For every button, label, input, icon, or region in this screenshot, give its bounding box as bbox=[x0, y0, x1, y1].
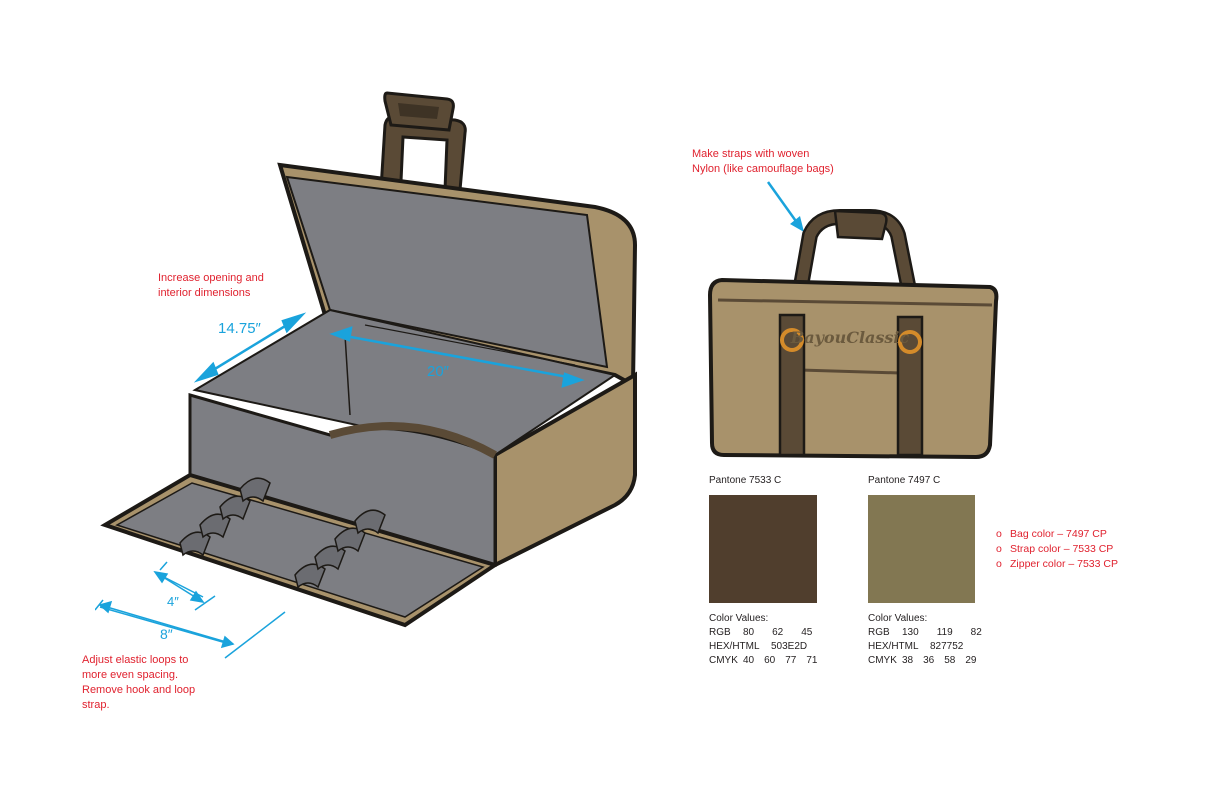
bag-side-wall bbox=[493, 371, 637, 569]
bag-handle bbox=[378, 91, 467, 207]
swatch-2-name: Pantone 7497 C bbox=[868, 475, 941, 486]
swatch-1-name: Pantone 7533 C bbox=[709, 475, 782, 486]
bag-logo: BayouClassic bbox=[790, 328, 910, 347]
bag-front-flap bbox=[100, 472, 500, 628]
elastic-note: Adjust elastic loops to more even spacin… bbox=[82, 654, 196, 711]
straps-note-arrow bbox=[766, 181, 804, 232]
opening-note: Increase opening and interior dimensions bbox=[158, 272, 264, 299]
loop-small-dimension-label: 4″ bbox=[167, 594, 179, 609]
elastic-loops bbox=[179, 477, 386, 589]
bag-front-pocket bbox=[188, 393, 497, 568]
depth-dimension-label: 14.75″ bbox=[218, 320, 261, 337]
loop-spacing-lines bbox=[95, 561, 286, 659]
swatch-1-color bbox=[709, 495, 817, 603]
bag-lid bbox=[277, 162, 638, 389]
swatch-2-color bbox=[868, 495, 975, 603]
closed-bag-illustration: BayouClassic bbox=[707, 209, 999, 460]
open-bag-illustration bbox=[99, 91, 638, 645]
loop-large-dimension-label: 8″ bbox=[160, 626, 173, 642]
straps-note: Make straps with woven Nylon (like camou… bbox=[692, 148, 834, 175]
width-dimension-label: 20″ bbox=[427, 363, 449, 380]
